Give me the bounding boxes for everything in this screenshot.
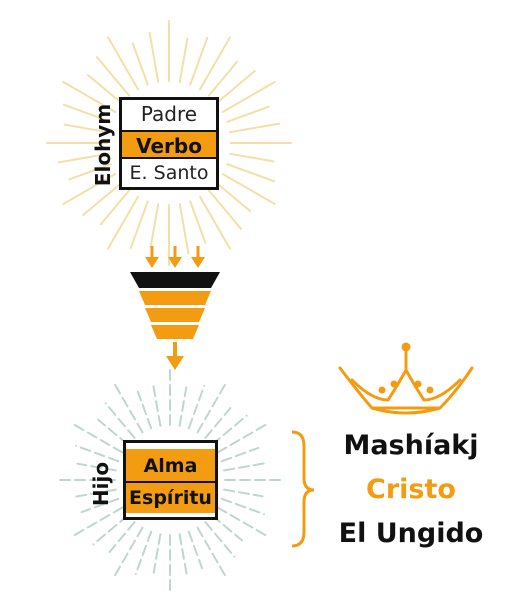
- ray-line: [215, 70, 256, 105]
- ray-line: [178, 37, 189, 83]
- ray-line: [73, 424, 124, 454]
- ray-line: [211, 414, 248, 446]
- ray-line: [216, 506, 267, 536]
- ray-line: [151, 380, 162, 427]
- ray-line: [73, 506, 124, 536]
- ray-line: [229, 152, 275, 163]
- ray-line: [114, 526, 144, 577]
- down-arrow-icon: [145, 246, 159, 268]
- funnel-icon: [130, 272, 220, 339]
- trinity-box: Padre Verbo E. Santo: [119, 97, 219, 190]
- ray-line: [220, 497, 265, 516]
- ray-line: [199, 36, 231, 91]
- ray-line: [86, 73, 123, 105]
- ray-line: [187, 385, 206, 430]
- down-arrow-icon: [166, 342, 184, 370]
- ray-line: [80, 497, 120, 514]
- ray-line: [207, 189, 242, 230]
- ray-line: [178, 533, 189, 580]
- ray-line: [226, 163, 276, 183]
- title-el-ungido: El Ungido: [338, 518, 484, 549]
- ray-line: [70, 488, 117, 499]
- ray-line: [62, 103, 112, 123]
- down-arrows-group: [145, 246, 205, 268]
- ray-line: [82, 181, 123, 216]
- ray-line: [221, 173, 276, 205]
- ray-line: [187, 530, 204, 570]
- ray-line: [97, 418, 129, 446]
- trinity-row-padre: Padre: [140, 102, 198, 126]
- ray-line: [114, 383, 144, 434]
- ray-line: [204, 521, 236, 558]
- son-row-espiritu: Espíritu: [129, 487, 212, 509]
- ray-line: [63, 123, 109, 134]
- ray-line: [189, 36, 209, 86]
- trinity-row-verbo: Verbo: [122, 130, 216, 159]
- ray-line: [99, 189, 131, 226]
- ray-line: [196, 383, 226, 434]
- title-cristo: Cristo: [366, 474, 456, 505]
- ray-line: [204, 407, 232, 439]
- radiant-rays-bottom: [59, 369, 281, 591]
- ray-line: [207, 60, 239, 97]
- radiant-rays-top: [46, 20, 292, 266]
- down-arrow-icon: [191, 246, 205, 268]
- hijo-label: Hijo: [89, 461, 113, 507]
- ray-line: [189, 200, 207, 244]
- ray-line: [199, 195, 231, 250]
- ray-line: [62, 81, 117, 113]
- crown-icon: [338, 342, 474, 415]
- ray-line: [76, 462, 117, 472]
- ray-line: [136, 390, 153, 430]
- trinity-row-espiritu-santo: E. Santo: [129, 162, 209, 184]
- ray-line: [104, 402, 136, 439]
- ray-line: [107, 195, 139, 250]
- ray-line: [129, 200, 149, 250]
- ray-line: [229, 122, 281, 134]
- title-mashiakj: Mashíakj: [343, 430, 479, 461]
- son-box: Alma Espíritu: [123, 440, 218, 520]
- ray-line: [57, 152, 109, 164]
- ray-line: [215, 181, 252, 213]
- ray-line: [220, 446, 260, 463]
- right-brace-icon: [291, 430, 315, 548]
- ray-line: [92, 514, 129, 546]
- ray-line: [148, 31, 160, 83]
- elohym-label: Elohym: [91, 103, 115, 187]
- ray-line: [196, 526, 226, 577]
- ray-line: [134, 530, 153, 575]
- ray-line: [152, 533, 162, 574]
- ray-line: [107, 36, 139, 91]
- ray-line: [62, 173, 117, 205]
- son-row-alma: Alma: [143, 455, 198, 477]
- down-arrow-icon: [168, 246, 182, 268]
- ray-line: [223, 461, 270, 472]
- ray-line: [223, 488, 264, 498]
- ray-line: [108, 521, 136, 553]
- ray-line: [216, 424, 267, 454]
- ray-line: [131, 42, 149, 86]
- ray-line: [221, 81, 276, 113]
- ray-line: [226, 105, 270, 123]
- ray-line: [178, 203, 190, 255]
- ray-line: [149, 203, 160, 249]
- ray-line: [75, 444, 120, 463]
- ray-line: [96, 56, 131, 97]
- ray-line: [178, 386, 188, 427]
- ray-line: [68, 163, 112, 181]
